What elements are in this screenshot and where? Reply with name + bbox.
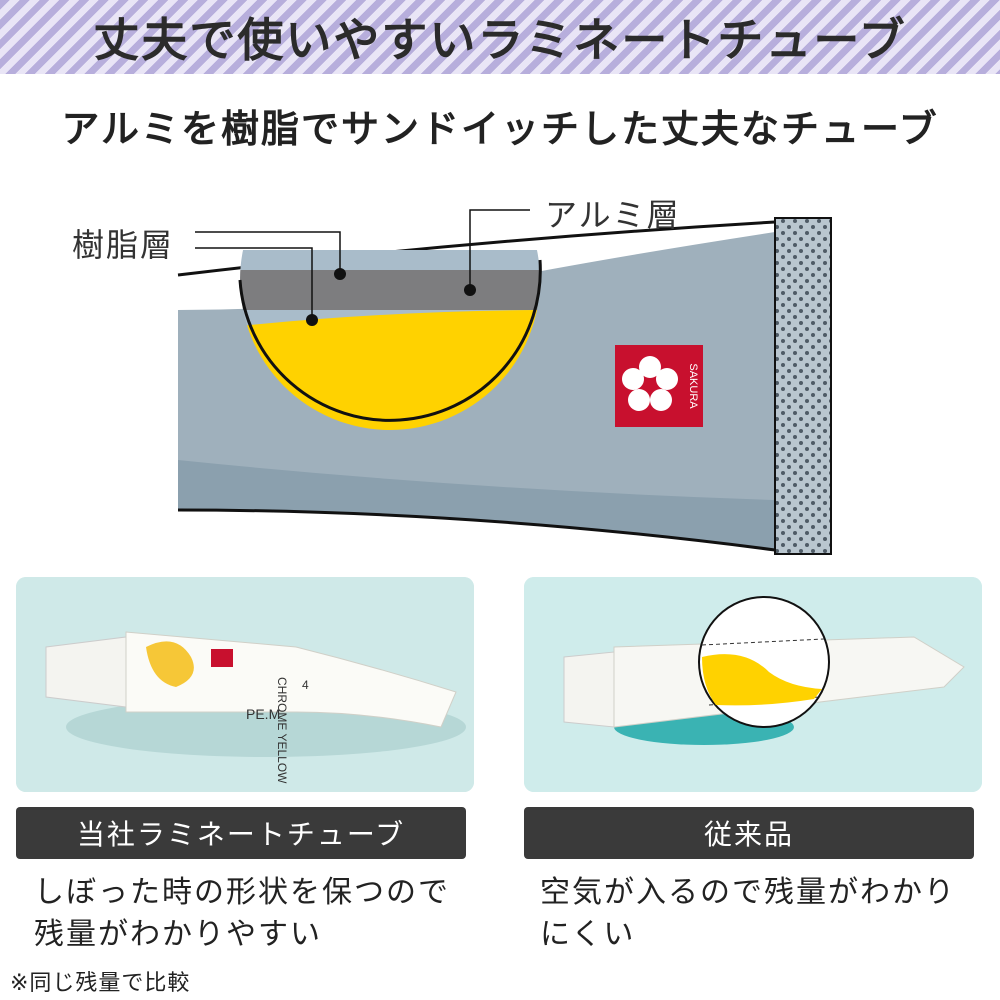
tube-cross-section-diagram: SAKURA 樹脂層 アルミ層 <box>0 170 1000 570</box>
right-description-line-1: 空気が入るので残量がわかり <box>540 875 956 910</box>
tube-shadow <box>178 460 775 550</box>
right-description: 空気が入るので残量がわかり にくい <box>540 872 956 956</box>
photo-conventional-tube <box>524 577 982 792</box>
page-title: 丈夫で使いやすいラミネートチューブ <box>93 13 907 67</box>
label-our-laminate-tube: 当社ラミネートチューブ <box>16 807 466 859</box>
resin-layer-label: 樹脂層 <box>72 226 175 264</box>
left-description: しぼった時の形状を保つので 残量がわかりやすい <box>34 872 450 956</box>
tube-label-color: CHROME YELLOW <box>275 677 289 784</box>
label-conventional-product: 従来品 <box>524 807 974 859</box>
photo-laminate-tube: CHROME YELLOW 4 PE.M <box>16 577 474 792</box>
page-subtitle: アルミを樹脂でサンドイッチした丈夫なチューブ <box>61 107 939 151</box>
tube-label-material: PE.M <box>246 706 280 722</box>
left-description-line-2: 残量がわかりやすい <box>34 917 322 952</box>
sakura-flower-icon <box>622 356 678 411</box>
right-description-line-2: にくい <box>540 917 636 952</box>
aluminum-layer <box>240 270 540 310</box>
tube-crimp-end <box>774 217 832 555</box>
cutaway-section <box>240 250 540 430</box>
tube-illustration: SAKURA <box>177 209 832 555</box>
tube-label-number: 4 <box>302 678 309 692</box>
aluminum-layer-label: アルミ層 <box>545 196 681 234</box>
left-description-line-1: しぼった時の形状を保つので <box>34 875 450 910</box>
footnote: ※同じ残量で比較 <box>10 971 191 996</box>
header-banner <box>0 0 1000 74</box>
paint-fill <box>240 310 540 430</box>
logo-text: SAKURA <box>687 363 699 409</box>
